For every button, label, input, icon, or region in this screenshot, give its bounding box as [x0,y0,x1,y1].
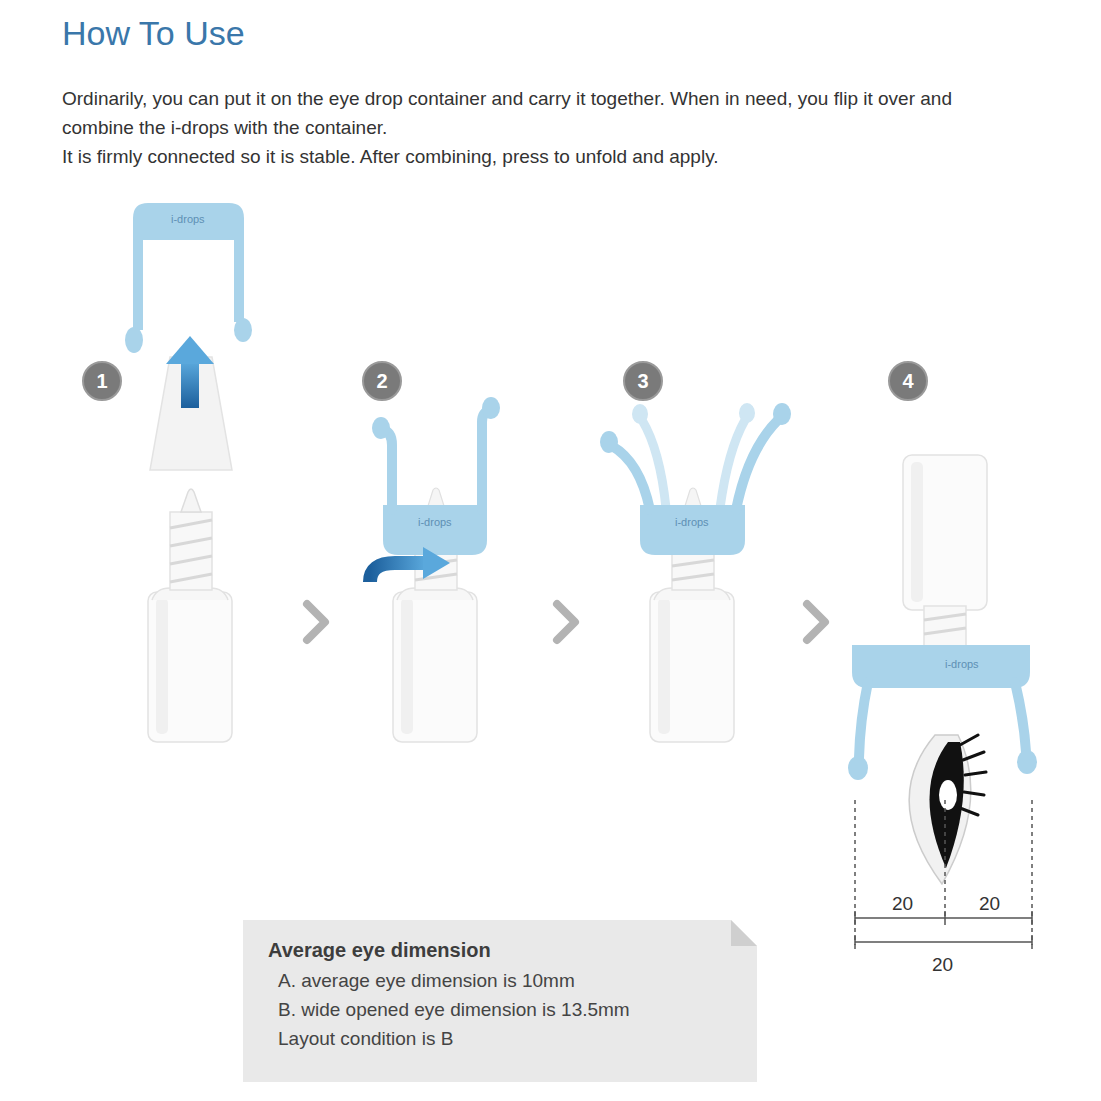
up-arrow [166,336,214,408]
step-number: 3 [623,361,663,401]
panel-heading: Average eye dimension [268,934,733,966]
turn-arrow [370,547,450,582]
chevron [307,604,325,640]
dimension-value: 20 [892,893,913,915]
step-number-text: 4 [902,371,913,391]
logo-text: i-drops [945,658,979,671]
intro-text: Ordinarily, you can put it on the eye dr… [62,84,987,142]
step-number-text: 2 [376,371,387,391]
cap [150,357,232,470]
dimension-value: 20 [979,893,1000,915]
logo-text: i-drops [675,516,709,529]
bottle-inverted [903,455,987,648]
bottle [148,489,232,742]
device-closed [125,203,252,353]
panel-line: B. wide opened eye dimension is 13.5mm [268,995,733,1024]
chevron [807,604,825,640]
dimension-value: 20 [932,954,953,976]
intro-text: It is firmly connected so it is stable. … [62,142,987,171]
device-unfolded [600,403,791,555]
device-open [372,397,500,555]
chevron [557,604,575,640]
dimension-lines [855,800,1032,949]
panel-line: Layout condition is B [268,1024,733,1053]
eye [909,735,986,884]
step-number: 2 [362,361,402,401]
note-panel-shadow [243,920,757,1082]
logo-text: i-drops [171,213,205,226]
step-number: 1 [82,361,122,401]
panel-line: A. average eye dimension is 10mm [268,966,733,995]
step-number: 4 [888,361,928,401]
step-number-text: 1 [96,371,107,391]
logo-text: i-drops [418,516,452,529]
note-panel: Average eye dimensionA. average eye dime… [243,920,757,1082]
page-title: How To Use [62,14,245,53]
step-number-text: 3 [637,371,648,391]
